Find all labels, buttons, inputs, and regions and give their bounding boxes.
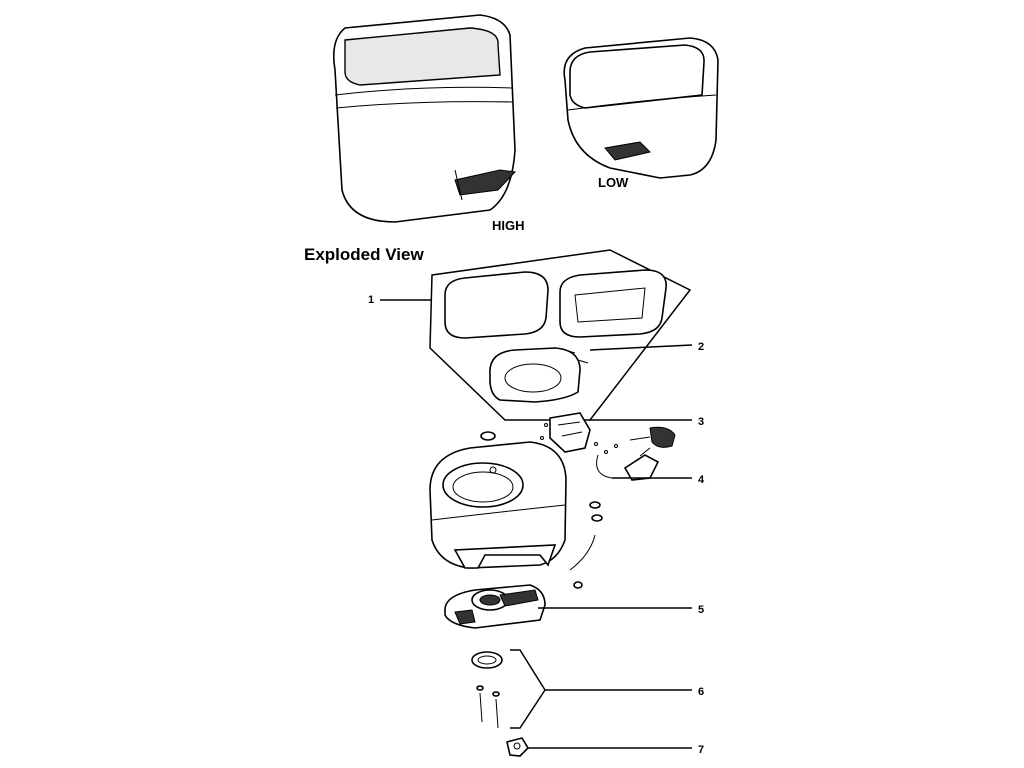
variant-label-high: HIGH	[492, 218, 525, 233]
callout-6: 6	[698, 686, 704, 698]
part-6-seal-and-bolts	[471, 649, 546, 729]
callout-4: 4	[698, 474, 705, 486]
part-5-flush-mechanism	[444, 584, 546, 629]
callout-1: 1	[368, 294, 374, 306]
callout-2: 2	[698, 341, 704, 353]
part-4-water-valve	[596, 447, 660, 481]
callout-3: 3	[698, 416, 704, 428]
part-3-bracket	[540, 412, 676, 454]
toilet-low-illustration: LOW	[563, 37, 719, 190]
diagram-title: Exploded View	[304, 245, 424, 264]
leader-line-2	[589, 344, 693, 351]
part-1-seat-and-lid-set	[429, 249, 692, 421]
callout-7: 7	[698, 744, 704, 756]
callout-5: 5	[698, 604, 704, 616]
connector-parts	[569, 501, 603, 589]
toilet-high-illustration: HIGH	[332, 14, 525, 233]
variant-label-low: LOW	[598, 175, 629, 190]
toilet-bowl-body	[429, 431, 567, 569]
part-7-fitting	[506, 737, 530, 757]
